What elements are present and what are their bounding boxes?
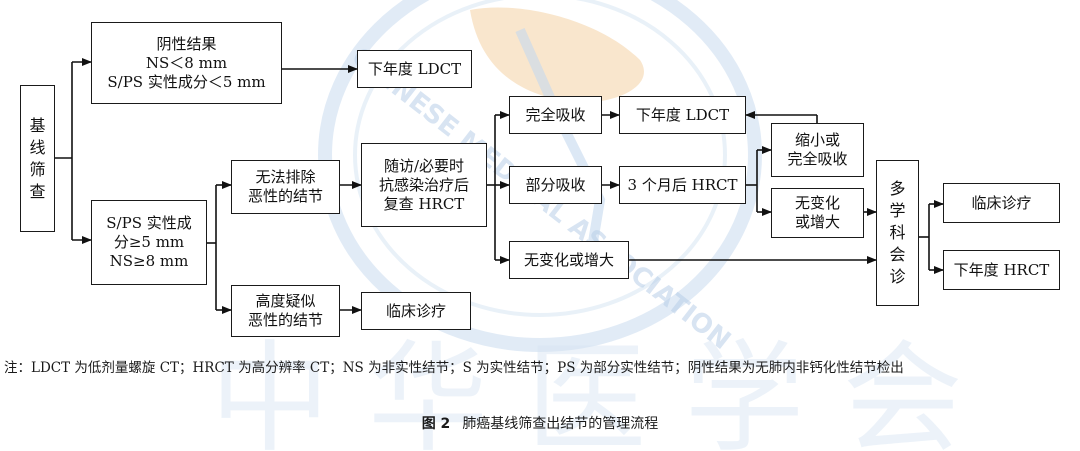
figure-caption: 图 2 肺癌基线筛查出结节的管理流程 (0, 413, 1080, 433)
figure-note: 注：LDCT 为低剂量螺旋 CT；HRCT 为高分辨率 CT；NS 为非实性结节… (4, 360, 904, 376)
clinical-treatment-box-2: 临床诊疗 (943, 183, 1060, 223)
clinical-treatment-box-1: 临床诊疗 (361, 292, 471, 330)
next-year-ldct-box-1: 下年度 LDCT (357, 50, 472, 88)
screening-box: 基 线 筛 查 (20, 85, 55, 232)
multidisciplinary-consultation-box: 多 学 科 会 诊 (876, 160, 919, 306)
positive-result-box: S/PS 实性成 分≥5 mm NS≥8 mm (91, 200, 207, 285)
next-year-hrct-box: 下年度 HRCT (943, 250, 1060, 290)
figure-label: 图 2 (421, 416, 451, 432)
negative-result-box: 阴性结果 NS＜8 mm S/PS 实性成分＜5 mm (91, 22, 282, 104)
hrct-3-months-box: 3 个月后 HRCT (619, 166, 746, 204)
no-change-or-growth-box-2: 无变化 或增大 (771, 188, 864, 238)
flow-connectors (54, 58, 944, 314)
cannot-exclude-box: 无法排除 恶性的结节 (231, 160, 340, 214)
complete-absorption-box: 完全吸收 (509, 96, 602, 134)
figure-title: 肺癌基线筛查出结节的管理流程 (462, 416, 659, 432)
highly-suspect-box: 高度疑似 恶性的结节 (231, 285, 340, 337)
no-change-or-growth-box-1: 无变化或增大 (509, 241, 629, 279)
partial-absorption-box: 部分吸收 (509, 166, 602, 204)
followup-box: 随访/必要时 抗感染治疗后 复查 HRCT (361, 143, 487, 227)
next-year-ldct-box-2: 下年度 LDCT (619, 96, 746, 134)
shrink-or-absorbed-box: 缩小或 完全吸收 (771, 123, 864, 177)
